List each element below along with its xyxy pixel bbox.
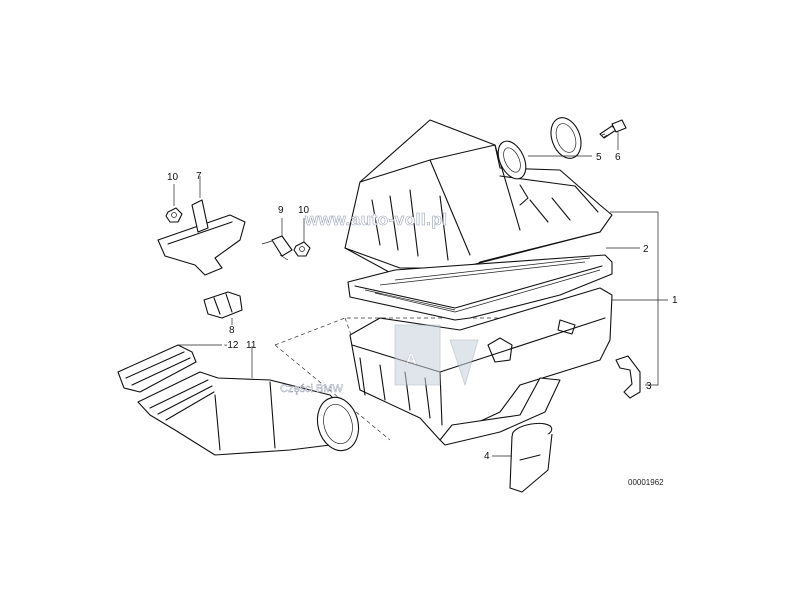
bolt bbox=[599, 119, 627, 139]
nut-right bbox=[293, 241, 311, 257]
watermark-logo: A bbox=[394, 324, 479, 387]
gasket-ring bbox=[550, 117, 582, 159]
filter-element bbox=[347, 254, 613, 321]
callout-6: 6 bbox=[615, 152, 621, 163]
grommet bbox=[203, 291, 243, 319]
callout-3: 3 bbox=[646, 381, 652, 392]
callout-4: 4 bbox=[484, 451, 490, 462]
watermark-brand: Części BMW bbox=[280, 383, 344, 395]
callout-9: 9 bbox=[278, 205, 284, 216]
upper-housing bbox=[344, 119, 613, 281]
callout-10-left: 10 bbox=[167, 172, 179, 183]
drawing-code: 00001962 bbox=[628, 478, 664, 487]
rubber-mount bbox=[261, 235, 293, 261]
callout-7: 7 bbox=[196, 171, 202, 182]
callout-1: 1 bbox=[672, 295, 678, 306]
callout-5: 5 bbox=[596, 152, 602, 163]
callout-2: 2 bbox=[643, 244, 649, 255]
callout-10-right: 10 bbox=[298, 205, 310, 216]
bracket bbox=[157, 199, 246, 276]
callout-12: -12 bbox=[224, 340, 239, 351]
callout-11: 11 bbox=[246, 340, 257, 351]
callout-8: 8 bbox=[229, 325, 235, 336]
intake-hose bbox=[137, 371, 360, 456]
watermark-url: www.auto-voll.pl bbox=[304, 210, 447, 229]
clip-part bbox=[615, 355, 641, 399]
nut-left bbox=[165, 207, 183, 223]
outlet-pipe bbox=[509, 422, 553, 493]
leader-lines bbox=[173, 132, 668, 457]
svg-text:A: A bbox=[405, 350, 418, 369]
